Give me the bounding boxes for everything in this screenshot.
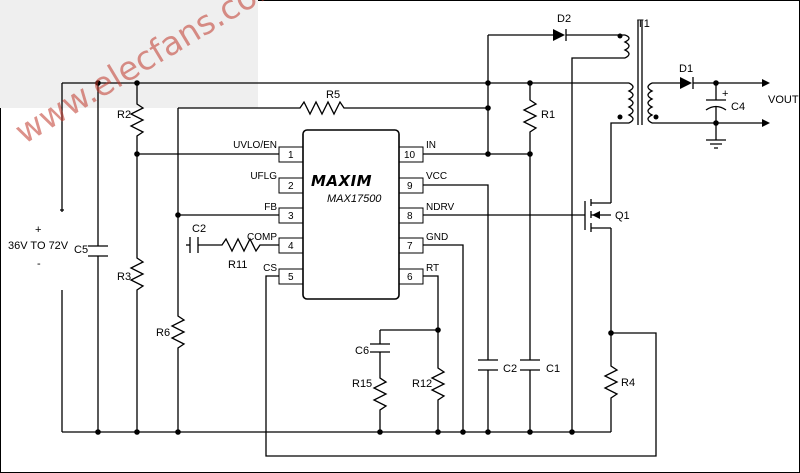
r6-label: R6 bbox=[156, 327, 170, 339]
watermark-background bbox=[0, 0, 258, 108]
comp-network bbox=[186, 237, 279, 253]
r1-label: R1 bbox=[541, 109, 555, 121]
c1-capacitor bbox=[520, 359, 540, 371]
r12-resistor bbox=[430, 330, 446, 432]
r4-label: R4 bbox=[621, 377, 635, 389]
pin-6-name: RT bbox=[426, 263, 439, 274]
pin-7-name: GND bbox=[426, 232, 448, 243]
pin-8-name: NDRV bbox=[426, 202, 454, 213]
r15-label: R15 bbox=[352, 378, 372, 390]
pin-4-number: 4 bbox=[288, 241, 294, 252]
c6-label: C6 bbox=[355, 345, 369, 357]
r3-resistor bbox=[129, 154, 145, 432]
c4-label: C4 bbox=[731, 101, 745, 113]
r5-resistor bbox=[178, 100, 488, 116]
pin-7-number: 7 bbox=[407, 241, 413, 252]
t1-transformer bbox=[571, 20, 659, 432]
r2-resistor bbox=[129, 83, 145, 154]
input-voltage-label: 36V TO 72V bbox=[8, 240, 69, 252]
cs-loop-wire bbox=[265, 275, 657, 457]
pin-2-number: 2 bbox=[288, 181, 294, 192]
input-minus-label: - bbox=[37, 258, 41, 270]
r4-resistor bbox=[603, 333, 619, 432]
pin-2-name: UFLG bbox=[250, 171, 277, 182]
pin-3-name: FB bbox=[264, 202, 277, 213]
max17500-ic bbox=[302, 129, 400, 300]
c2-vcc-capacitor bbox=[478, 359, 498, 371]
c1-label: C1 bbox=[546, 363, 560, 375]
c2-comp-label: C2 bbox=[192, 223, 206, 235]
return-arrow bbox=[762, 119, 770, 127]
gnd-wire bbox=[423, 244, 464, 432]
q1-mosfet bbox=[584, 196, 612, 333]
r3-label: R3 bbox=[117, 271, 131, 283]
drain-wire bbox=[610, 122, 629, 196]
r2-label: R2 bbox=[117, 109, 131, 121]
d1-label: D1 bbox=[679, 63, 693, 75]
d2-diode bbox=[488, 29, 625, 41]
d2-label: D2 bbox=[557, 13, 571, 25]
c2-vcc-label: C2 bbox=[503, 363, 517, 375]
pin-5-name: CS bbox=[263, 263, 277, 274]
pin-9-number: 9 bbox=[407, 181, 413, 192]
pin-1-name: UVLO/EN bbox=[233, 140, 277, 151]
input-plus-label: + bbox=[35, 224, 41, 236]
r11-label: R11 bbox=[228, 259, 247, 271]
t1-label: T1 bbox=[637, 18, 650, 30]
q1-label: Q1 bbox=[615, 210, 630, 222]
rt-wire bbox=[423, 275, 439, 330]
pin-8-number: 8 bbox=[407, 211, 413, 222]
input-plus-terminal bbox=[60, 208, 64, 212]
d1-diode bbox=[652, 77, 770, 89]
pin-10-name: IN bbox=[426, 140, 436, 151]
ground-rail bbox=[61, 290, 611, 433]
vout-label: VOUT bbox=[768, 94, 799, 106]
left-pin-boxes bbox=[278, 146, 304, 285]
pin-6-number: 6 bbox=[407, 272, 413, 283]
ic-part-number: MAX17500 bbox=[327, 193, 382, 205]
pin-9-name: VCC bbox=[426, 171, 447, 182]
c5-label: C5 bbox=[74, 244, 88, 256]
c5-capacitor bbox=[88, 83, 108, 432]
r5-label: R5 bbox=[326, 89, 340, 101]
maxim-logo: MAXIM bbox=[311, 172, 372, 190]
pin-5-number: 5 bbox=[288, 272, 294, 283]
top-rail bbox=[61, 82, 629, 208]
c6-capacitor bbox=[370, 330, 390, 372]
r6-resistor bbox=[170, 215, 186, 432]
r15-resistor bbox=[372, 372, 388, 432]
pin-1-number: 1 bbox=[288, 150, 294, 161]
r1-resistor bbox=[522, 83, 538, 154]
c4-capacitor bbox=[705, 83, 727, 149]
vcc-wire bbox=[423, 184, 489, 432]
c4-plus-label: + bbox=[722, 88, 728, 100]
pin-3-number: 3 bbox=[288, 211, 294, 222]
pin-10-number: 10 bbox=[404, 150, 416, 161]
junction-dots bbox=[95, 80, 719, 435]
pin-4-name: COMP bbox=[247, 232, 277, 243]
r12-label: R12 bbox=[412, 378, 432, 390]
